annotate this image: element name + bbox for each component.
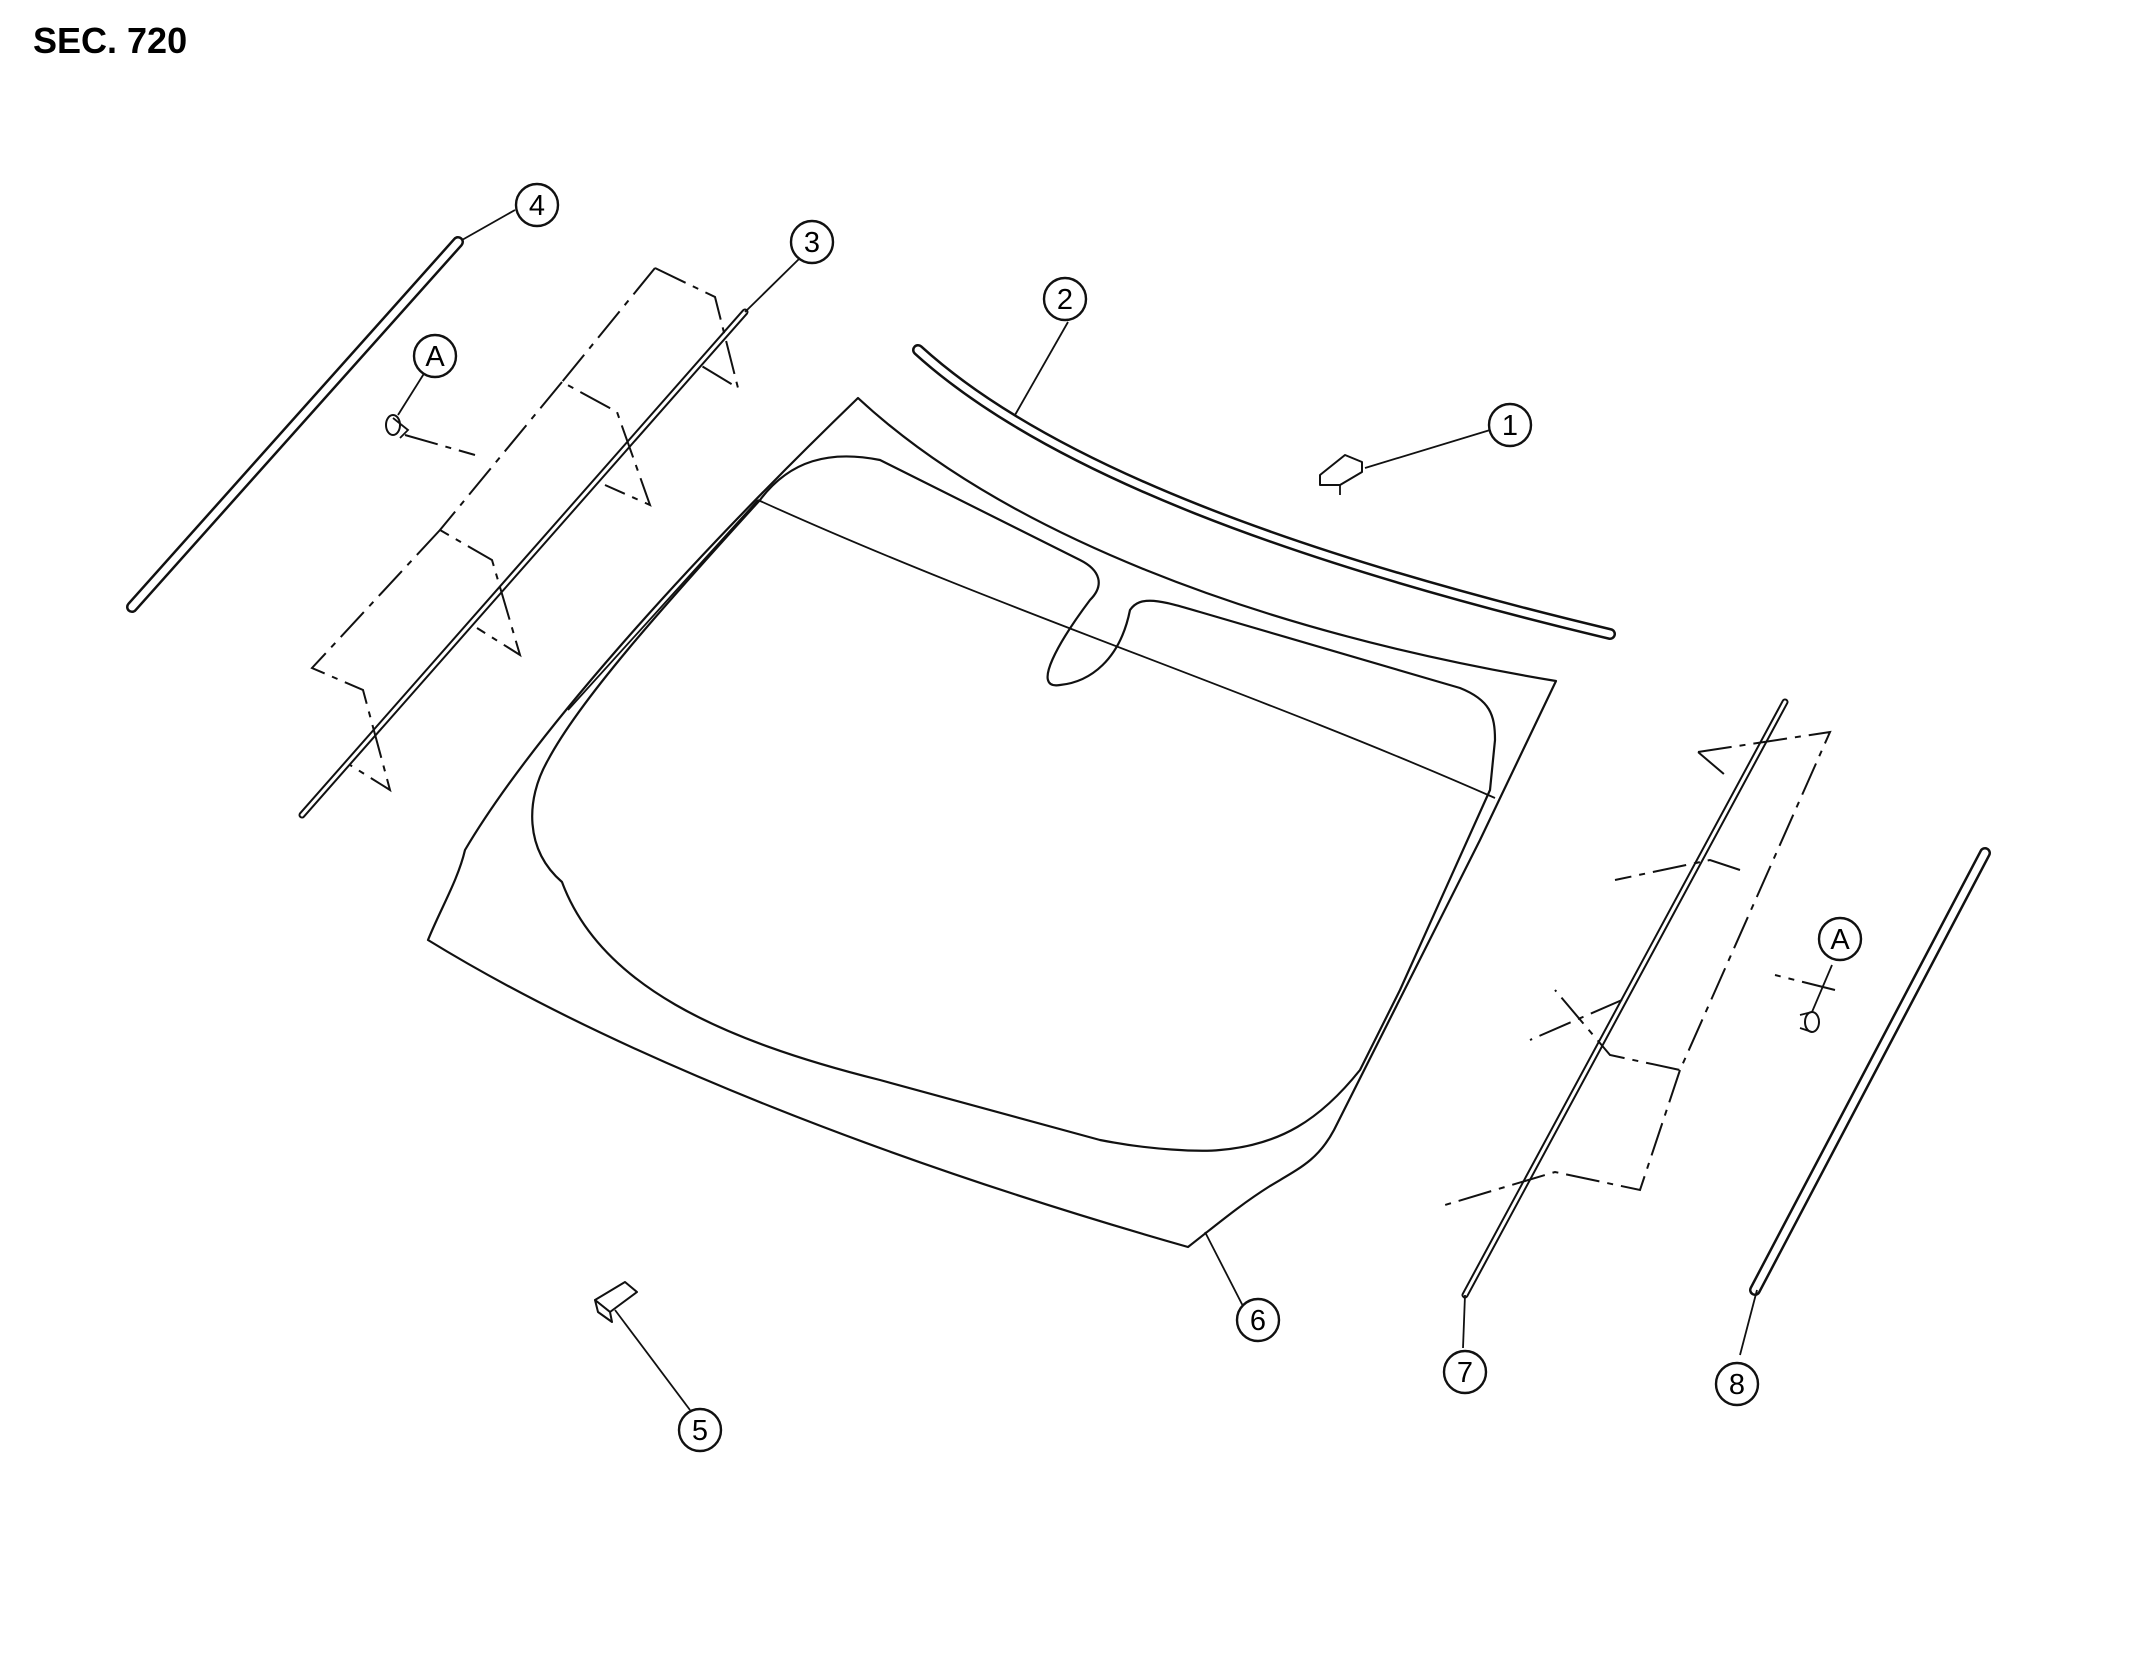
spacer-part-5 <box>594 1281 638 1323</box>
callout-6: 6 <box>1235 1297 1281 1343</box>
callout-4: 4 <box>514 182 560 228</box>
svg-text:6: 6 <box>1250 1305 1266 1337</box>
svg-text:A: A <box>425 341 445 373</box>
right-outer-molding <box>1749 847 1991 1296</box>
svg-text:1: 1 <box>1502 410 1518 442</box>
svg-text:A: A <box>1830 924 1850 956</box>
clip-a-right <box>1799 1011 1820 1033</box>
callout-a-right: A <box>1817 916 1863 962</box>
left-inner-molding <box>298 308 749 819</box>
svg-text:3: 3 <box>804 227 820 259</box>
callout-a-left: A <box>412 333 458 379</box>
right-guide-lines <box>1444 730 1836 1206</box>
svg-text:2: 2 <box>1057 284 1073 316</box>
left-outer-molding <box>126 236 464 613</box>
clip-part-1 <box>1319 454 1363 495</box>
left-guide-lines <box>310 267 740 793</box>
svg-text:7: 7 <box>1457 1357 1473 1389</box>
right-inner-molding <box>1461 698 1789 1299</box>
leader-lines <box>397 209 1833 1411</box>
section-title: SEC. 720 <box>33 20 188 61</box>
windshield-glass <box>426 396 1558 1249</box>
callout-2: 2 <box>1042 276 1088 322</box>
callout-7: 7 <box>1442 1349 1488 1395</box>
svg-text:5: 5 <box>692 1415 708 1447</box>
svg-text:4: 4 <box>529 190 545 222</box>
callout-3: 3 <box>789 219 835 265</box>
callout-1: 1 <box>1487 402 1533 448</box>
callout-5: 5 <box>677 1407 723 1453</box>
clip-a-left <box>385 414 410 439</box>
svg-text:8: 8 <box>1729 1369 1745 1401</box>
callout-8: 8 <box>1714 1361 1760 1407</box>
upper-molding <box>912 344 1616 640</box>
